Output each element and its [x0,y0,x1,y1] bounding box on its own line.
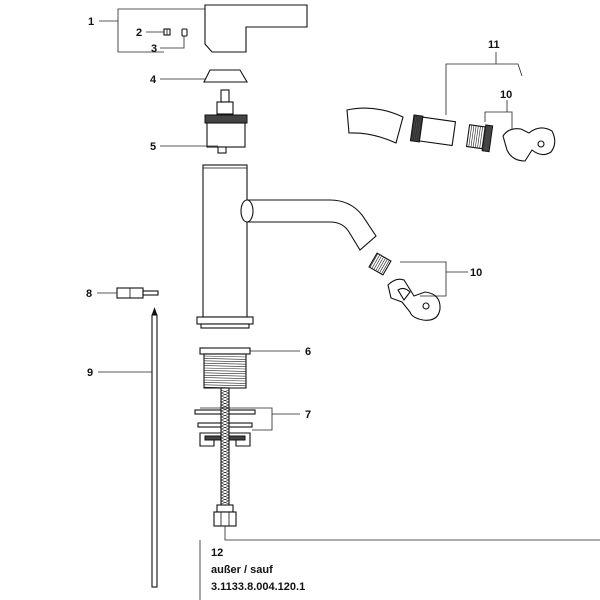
braided-hose-part [213,387,237,527]
pull-rod-part [151,307,158,588]
callout-5: 5 [150,141,156,153]
tap-body-part [196,164,377,329]
callout-9: 9 [87,367,93,379]
spout-extension-part [346,107,404,144]
spout-aerator-part [465,124,494,153]
leader-lines [97,8,600,600]
callout-12: 12 [211,547,223,559]
callout-1: 1 [88,16,94,28]
callout-8: 8 [86,288,92,300]
callout-10-lower: 10 [470,267,482,279]
pull-rod-connector-part [116,287,159,299]
callout-2: 2 [136,27,142,39]
cap-part [181,28,188,37]
aerator-key-upper-part [502,127,556,162]
grub-screw-part [163,28,171,36]
callout-7: 7 [305,409,311,421]
exclusion-part-number: 3.1133.8.004.120.1 [211,581,305,593]
cartridge-part [204,89,248,154]
callout-10-upper: 10 [500,89,512,101]
cover-cap-part [203,69,248,83]
callout-3: 3 [151,43,157,55]
threaded-shank-part [199,347,251,389]
callout-11: 11 [488,39,500,51]
lever-handle-part [204,4,308,53]
callout-4: 4 [150,74,157,86]
aerator-key-assembly-part [368,252,441,321]
spout-adapter-part [409,114,457,147]
exclusion-note-label: außer / sauf [211,564,273,576]
callout-6: 6 [305,346,311,358]
